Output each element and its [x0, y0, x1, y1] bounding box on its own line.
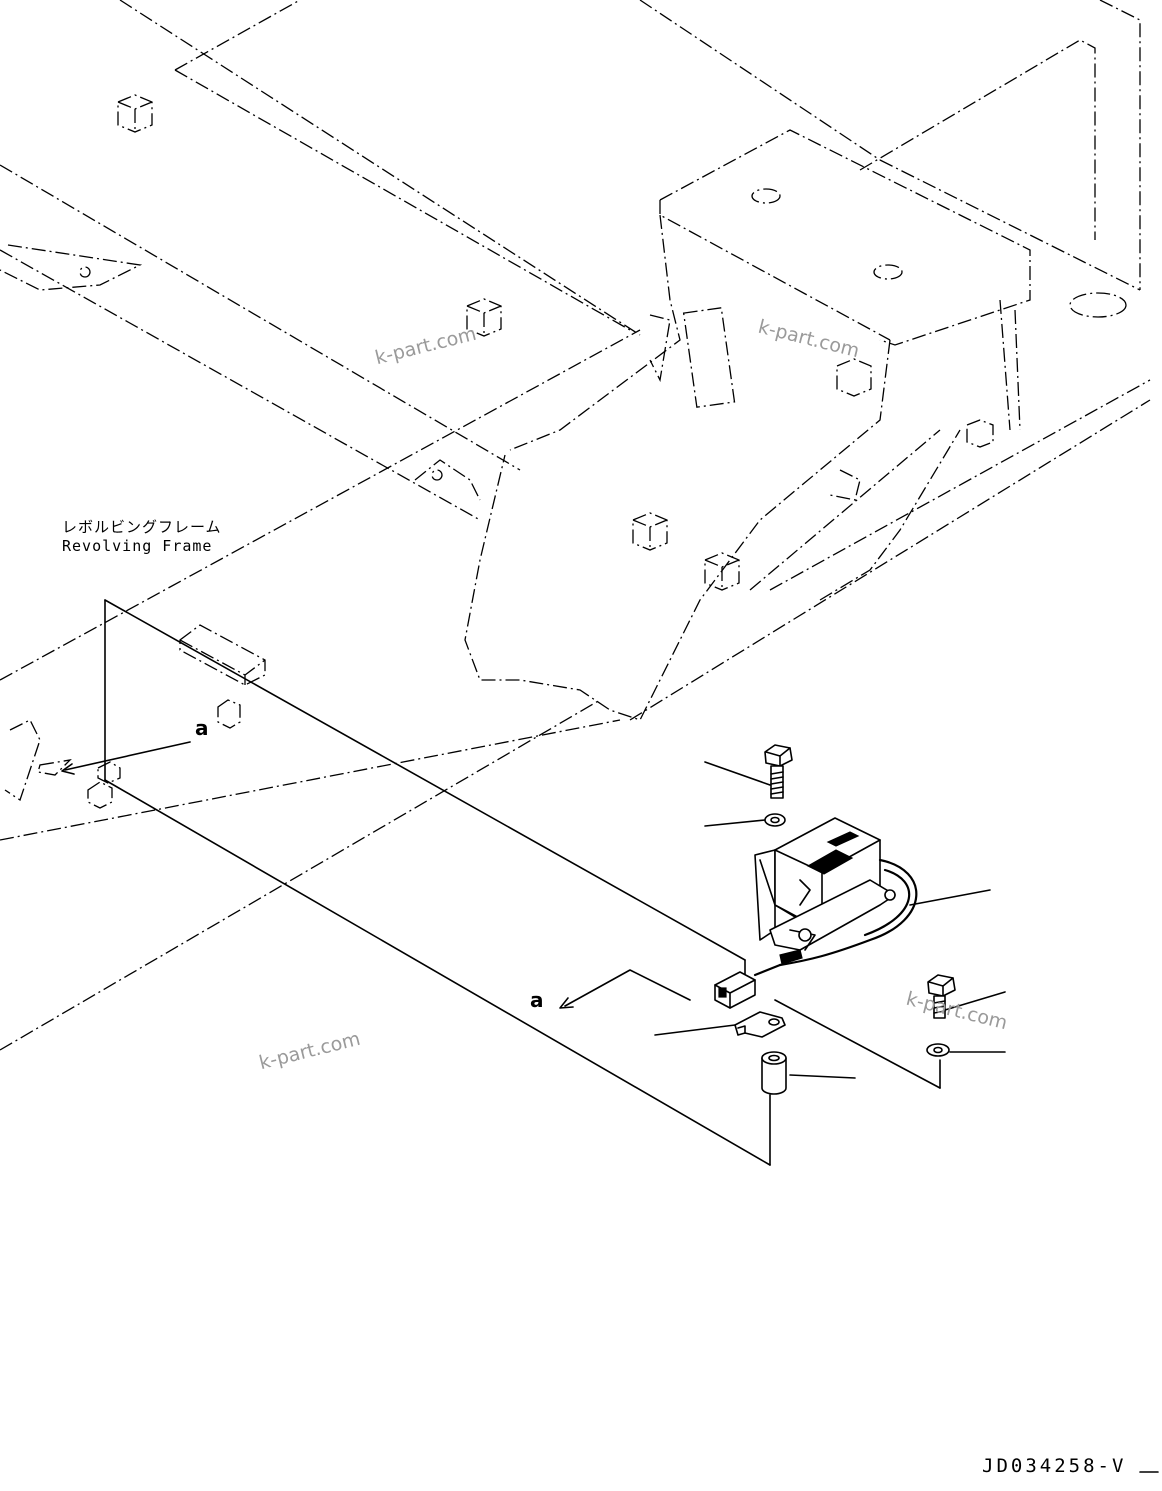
relay-assembly: [753, 817, 918, 977]
frame-label-japanese: レボルビングフレーム: [62, 518, 222, 536]
clip-bracket: [734, 1011, 786, 1038]
washer-lower: [926, 1043, 950, 1057]
frame-label-english: Revolving Frame: [62, 537, 213, 555]
bolt-lower: [927, 974, 956, 1019]
detail-letter-frame: a: [195, 716, 209, 740]
detail-letter-assembly: a: [530, 988, 544, 1012]
revolving-frame: [0, 0, 1151, 1051]
spacer: [761, 1051, 787, 1095]
frame-bracket: [4, 624, 266, 809]
frame-blocks: [79, 94, 994, 591]
connector: [714, 971, 756, 1009]
drawing-code: JD034258-V: [982, 1455, 1127, 1477]
washer-upper: [764, 813, 786, 827]
detail-outline: [61, 599, 941, 1166]
bolt-upper: [764, 744, 793, 799]
callout-leaders: [654, 761, 1006, 1079]
